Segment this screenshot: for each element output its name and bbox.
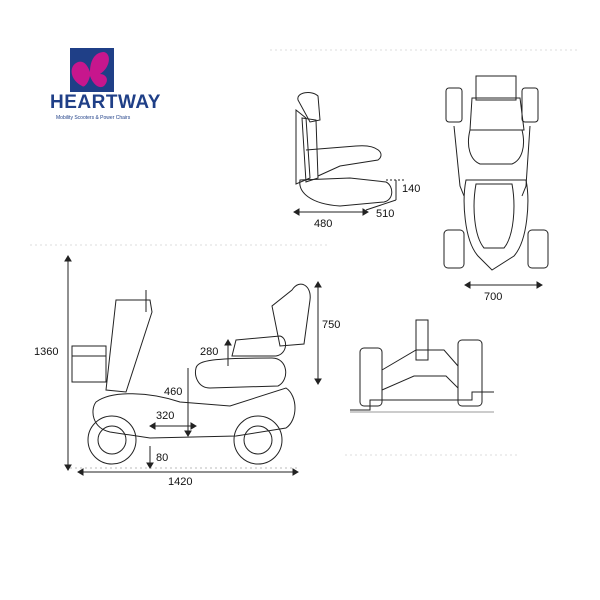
top-width-label: 700	[484, 291, 503, 303]
seat-height-label: 140	[402, 183, 421, 195]
ground-clearance-label: 80	[156, 452, 169, 464]
butterfly-logo-icon	[70, 48, 114, 92]
brand-tagline: Mobility Scooters & Power Chairs	[56, 115, 131, 121]
seat-view	[293, 92, 404, 216]
floor-length-label: 320	[156, 410, 175, 422]
brand-logo	[60, 42, 152, 122]
seat-height-label-side: 460	[164, 386, 183, 398]
seat-depth-label: 510	[376, 208, 395, 220]
overall-length-label: 1420	[168, 476, 193, 488]
seat-back-height-label: 750	[322, 319, 341, 331]
top-view	[443, 75, 549, 289]
seat-width-label: 480	[314, 218, 333, 230]
armrest-height-label: 280	[200, 346, 219, 358]
brand-name: HEARTWAY	[50, 92, 161, 113]
overall-height-label: 1360	[34, 346, 59, 358]
suspension-view	[350, 319, 494, 413]
side-view	[64, 255, 322, 476]
